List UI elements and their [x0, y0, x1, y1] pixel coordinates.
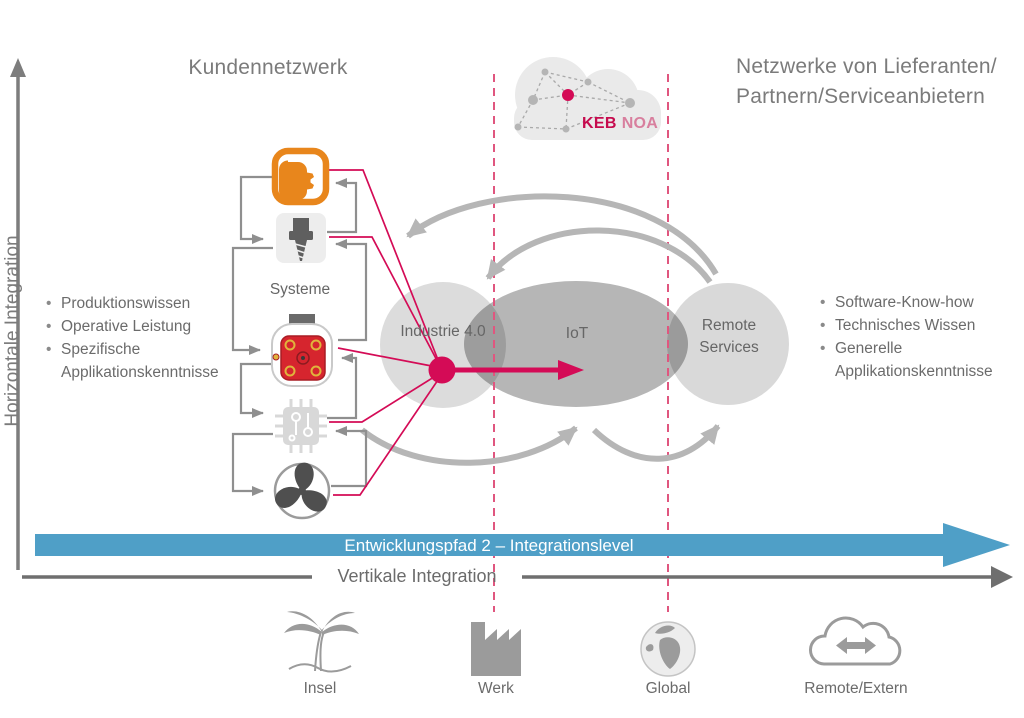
- iot-label: IoT: [565, 325, 589, 342]
- list-item: Software-Know-how: [818, 291, 1008, 314]
- list-item: Operative Leistung: [44, 315, 229, 338]
- list-item: Produktionswissen: [44, 292, 229, 315]
- stage-label-werk: Werk: [478, 680, 514, 697]
- remote-services-label-line2: Services: [699, 339, 759, 356]
- supplier-network-title-line2: Partnern/Serviceanbietern: [736, 85, 985, 108]
- fan-icon: [271, 462, 331, 520]
- horizontal-integration-axis: [10, 58, 26, 570]
- horizontal-integration-label: Horizontale Integration: [2, 235, 23, 427]
- integration-pointer: [428, 356, 584, 384]
- list-item: Generelle Applikationskenntnisse: [818, 337, 1008, 383]
- zone-separators: [493, 74, 669, 612]
- keb-noa-suffix: NOA: [621, 115, 659, 132]
- list-item: Spezifische Applikationskenntnisse: [44, 338, 229, 384]
- sync-arrows: [836, 637, 876, 654]
- stage-label-remote-extern: Remote/Extern: [804, 680, 908, 697]
- list-item: Technisches Wissen: [818, 314, 1008, 337]
- customer-competence-list: Produktionswissen Operative Leistung Spe…: [44, 292, 229, 384]
- exchange-arrows: [360, 193, 721, 466]
- pcb-icon: [275, 399, 327, 453]
- network-graph: [514, 68, 635, 133]
- curved-arrow-bottom-right: [591, 424, 721, 462]
- venn-circles: [380, 281, 789, 408]
- stage-label-global: Global: [645, 680, 691, 697]
- palm-icon: [284, 611, 359, 673]
- development-path-arrow: [35, 523, 1010, 567]
- curved-arrow-bottom-left: [360, 425, 578, 466]
- vertical-integration-axis: [22, 566, 1013, 588]
- system-loops: [231, 175, 368, 496]
- keb-noa-cloud: [514, 57, 661, 140]
- industrie-label: Industrie 4.0: [400, 323, 486, 340]
- curved-arrow-top-inner: [485, 227, 713, 284]
- iot-ellipse: [464, 281, 688, 407]
- vertical-integration-label: Vertikale Integration: [337, 566, 497, 586]
- globe-icon: [640, 621, 696, 677]
- factory-icon: [471, 622, 521, 676]
- remote-circle: [667, 283, 789, 405]
- system-links: [329, 169, 443, 496]
- customer-network-title: Kundennetzwerk: [188, 56, 348, 79]
- curved-arrow-top-outer: [406, 193, 719, 276]
- cloud-sync-icon: [809, 616, 902, 666]
- software-icon: [271, 147, 330, 206]
- supplier-competence-list: Software-Know-how Technisches Wissen Gen…: [818, 291, 1008, 383]
- integration-dot: [428, 356, 456, 384]
- supplier-network-title-line1: Netzwerke von Lieferanten/: [736, 55, 997, 78]
- development-path-label: Entwicklungspfad 2 – Integrationslevel: [344, 536, 634, 555]
- stage-label-insel: Insel: [303, 680, 337, 697]
- remote-services-label-line1: Remote: [701, 317, 757, 334]
- network-hub-node: [562, 89, 574, 101]
- keb-noa-brand: KEB: [582, 115, 617, 132]
- spindle-icon: [276, 213, 326, 263]
- systems-label: Systeme: [269, 281, 331, 298]
- motor-icon: [271, 314, 333, 387]
